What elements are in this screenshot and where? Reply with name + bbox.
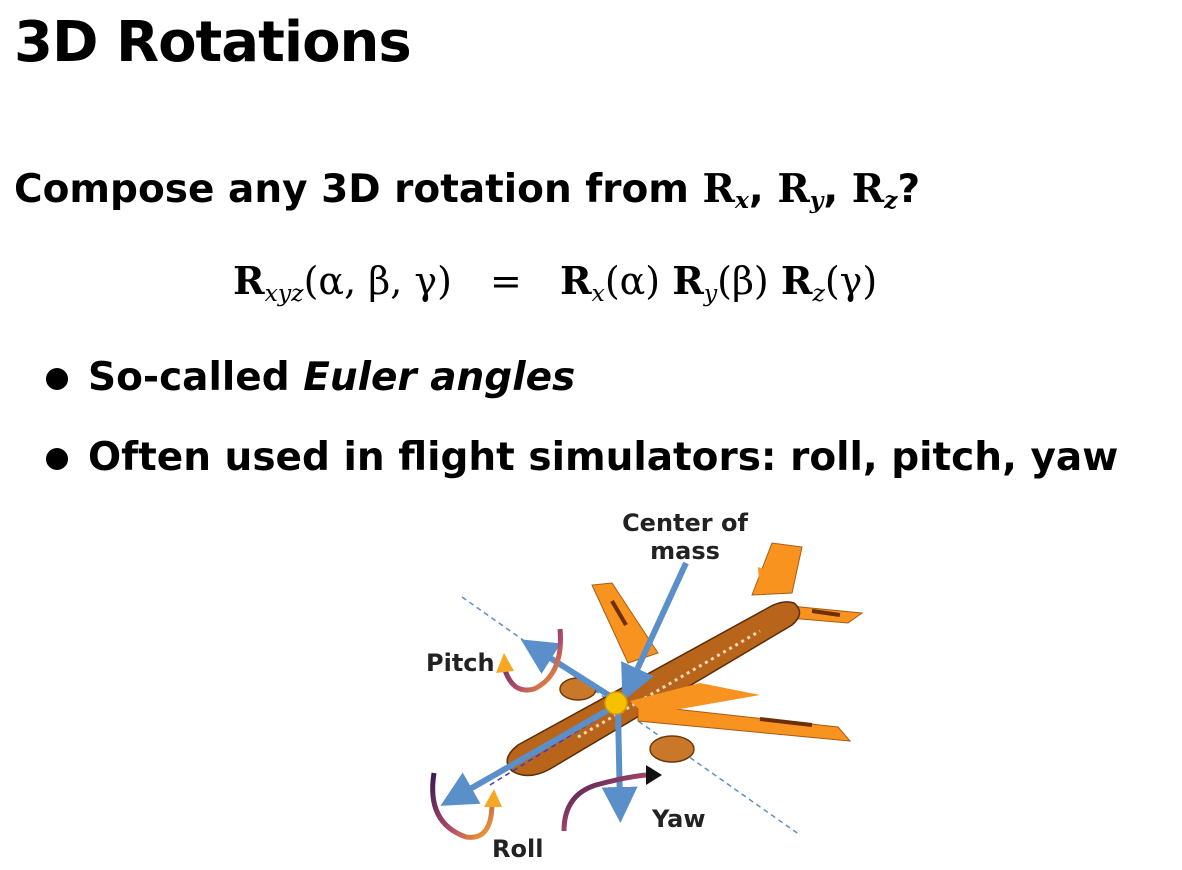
center-of-mass-point [604,691,628,715]
rz-symbol: Rz [851,166,898,214]
front-wing-stripe [759,717,813,727]
roll-arrow [440,706,612,806]
center-of-mass-arrow [621,561,689,702]
bullet-euler-angles: So-called Euler angles [46,350,1118,430]
bullet-dot [46,448,68,470]
question-text: Compose any 3D rotation from [14,167,689,212]
stabilizer-stripe [811,609,841,617]
yaw-arrow [601,710,638,823]
window-row [577,629,761,739]
airplane-figure: Center of mass Pitch Roll Yaw [426,509,864,863]
front-wing-root [630,683,760,715]
yaw-curl [561,772,647,832]
bullet-flight-simulators: Often used in flight simulators: roll, p… [46,430,1118,510]
pitch-label: Pitch [426,649,495,677]
pitch-arrow [520,639,620,704]
ry-symbol: Ry [777,166,824,214]
question-line: Compose any 3D rotation from Rx, Ry, Rz? [14,166,921,214]
tail-stabilizer-top [758,567,780,595]
rx-symbol: Rx [702,166,749,214]
roll-curl-head [484,789,502,807]
bullet-list: So-called Euler angles Often used in fli… [46,350,1118,510]
pitch-curl [501,628,563,693]
bullet-dot [46,368,68,390]
pitch-curl-head [496,653,514,673]
engine-right [649,735,695,763]
slide-title: 3D Rotations [14,10,412,75]
yaw-curl-head [646,765,662,785]
euler-equation: Rxyz(α, β, γ) = Rx(α) Ry(β) Rz(γ) [233,258,878,308]
center-of-mass-label-line2: mass [650,537,720,565]
yaw-label: Yaw [651,805,706,833]
center-of-mass-label-line1: Center of [622,509,748,537]
roll-label: Roll [492,835,543,863]
pitch-axis-line [461,596,801,836]
equals-sign: = [490,259,522,303]
rear-wing-stripe [610,599,628,627]
roll-curl [430,772,495,840]
